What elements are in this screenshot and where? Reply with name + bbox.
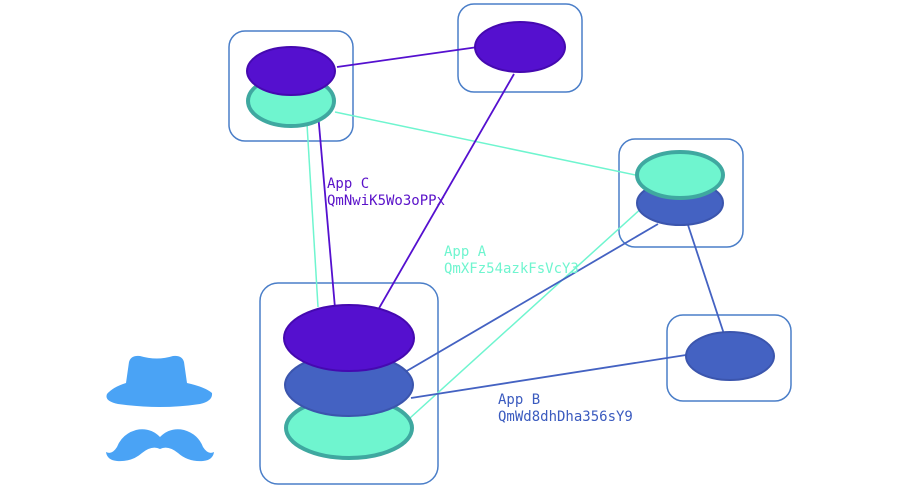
app-a-hash: QmXFz54azkFsVcY3 [444, 261, 579, 277]
app-c-link [315, 89, 336, 309]
app-a-link [409, 195, 656, 419]
app-a-name: App A [444, 244, 487, 260]
app-b-hash: QmWd8dhDha356sY9 [498, 409, 633, 425]
app-a-disc [635, 150, 725, 200]
mustache-icon [106, 429, 214, 462]
app-b-link [404, 223, 659, 373]
app-b-label: App B QmWd8dhDha356sY9 [498, 392, 633, 426]
app-b-disc [685, 331, 775, 381]
app-b-link [687, 224, 725, 335]
app-a-link [306, 123, 319, 308]
app-c-link [377, 73, 515, 311]
node-box-top-right [457, 3, 583, 93]
app-c-name: App C [327, 176, 370, 192]
node-box-top-left [228, 30, 354, 142]
app-c-label: App C QmNwiK5Wo3oPPx [327, 176, 445, 210]
node-box-right [618, 138, 744, 248]
node-box-main [259, 282, 439, 485]
app-b-name: App B [498, 392, 541, 408]
app-a-label: App A QmXFz54azkFsVcY3 [444, 244, 579, 278]
app-c-disc [246, 46, 336, 96]
app-a-link [334, 111, 641, 177]
app-b-link [410, 354, 687, 399]
app-c-disc [474, 21, 566, 73]
app-c-hash: QmNwiK5Wo3oPPx [327, 193, 446, 209]
hat-icon [106, 355, 213, 407]
app-c-disc [283, 304, 415, 372]
app-c-link [336, 46, 479, 68]
